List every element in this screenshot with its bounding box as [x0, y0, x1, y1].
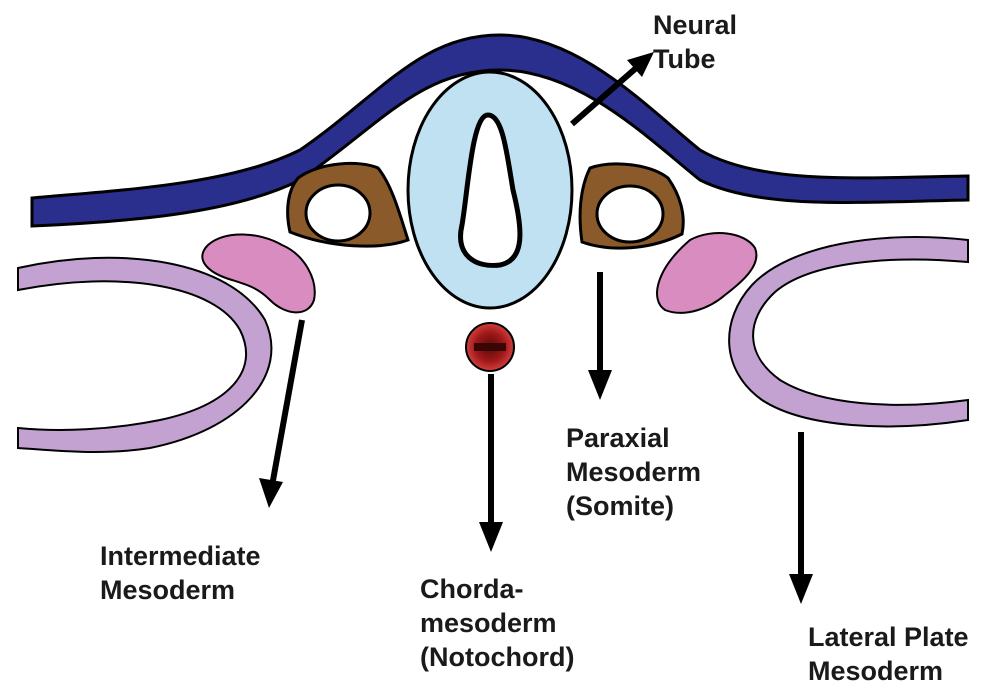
label-lateral-plate-mesoderm: Lateral Plate Mesoderm — [808, 620, 969, 688]
label-neural-tube-line2: Tube — [653, 44, 716, 74]
label-paraxial-line3: (Somite) — [566, 491, 674, 521]
label-lateral-line1: Lateral Plate — [808, 622, 969, 652]
arrowhead-chorda — [479, 522, 503, 552]
arrow-intermediate — [269, 319, 305, 487]
label-lateral-line2: Mesoderm — [808, 656, 944, 686]
arrow-neural-tube — [570, 59, 645, 127]
arrowhead-paraxial — [588, 370, 612, 400]
label-paraxial-mesoderm: Paraxial Mesoderm (Somite) — [566, 421, 701, 523]
label-neural-tube-line1: Neural — [653, 10, 738, 40]
label-chorda-line3: (Notochord) — [420, 642, 575, 672]
label-chorda-line1: Chorda- — [420, 574, 524, 604]
lateral-plate-mesoderm-right — [728, 236, 969, 428]
somite-cavity-right — [595, 184, 665, 244]
label-chorda-mesoderm: Chorda- mesoderm (Notochord) — [420, 572, 574, 674]
somite-cavity-left — [304, 183, 372, 243]
label-intermediate-line2: Mesoderm — [100, 575, 236, 605]
ectoderm-band — [30, 33, 970, 228]
label-chorda-line2: mesoderm — [420, 608, 557, 638]
intermediate-mesoderm-right — [656, 232, 758, 314]
label-paraxial-line2: Mesoderm — [566, 457, 702, 487]
label-paraxial-line1: Paraxial — [566, 423, 670, 453]
neural-canal — [458, 112, 523, 268]
arrowhead-intermediate — [259, 478, 283, 508]
intermediate-mesoderm-left — [201, 233, 316, 314]
label-intermediate-mesoderm: Intermediate Mesoderm — [100, 539, 261, 607]
notochord-core — [474, 343, 506, 351]
arrowhead-neural-tube — [627, 52, 654, 77]
lateral-plate-mesoderm-left — [17, 256, 273, 454]
arrowhead-lateral — [789, 574, 813, 604]
label-neural-tube: Neural Tube — [653, 8, 737, 76]
label-intermediate-line1: Intermediate — [100, 541, 261, 571]
